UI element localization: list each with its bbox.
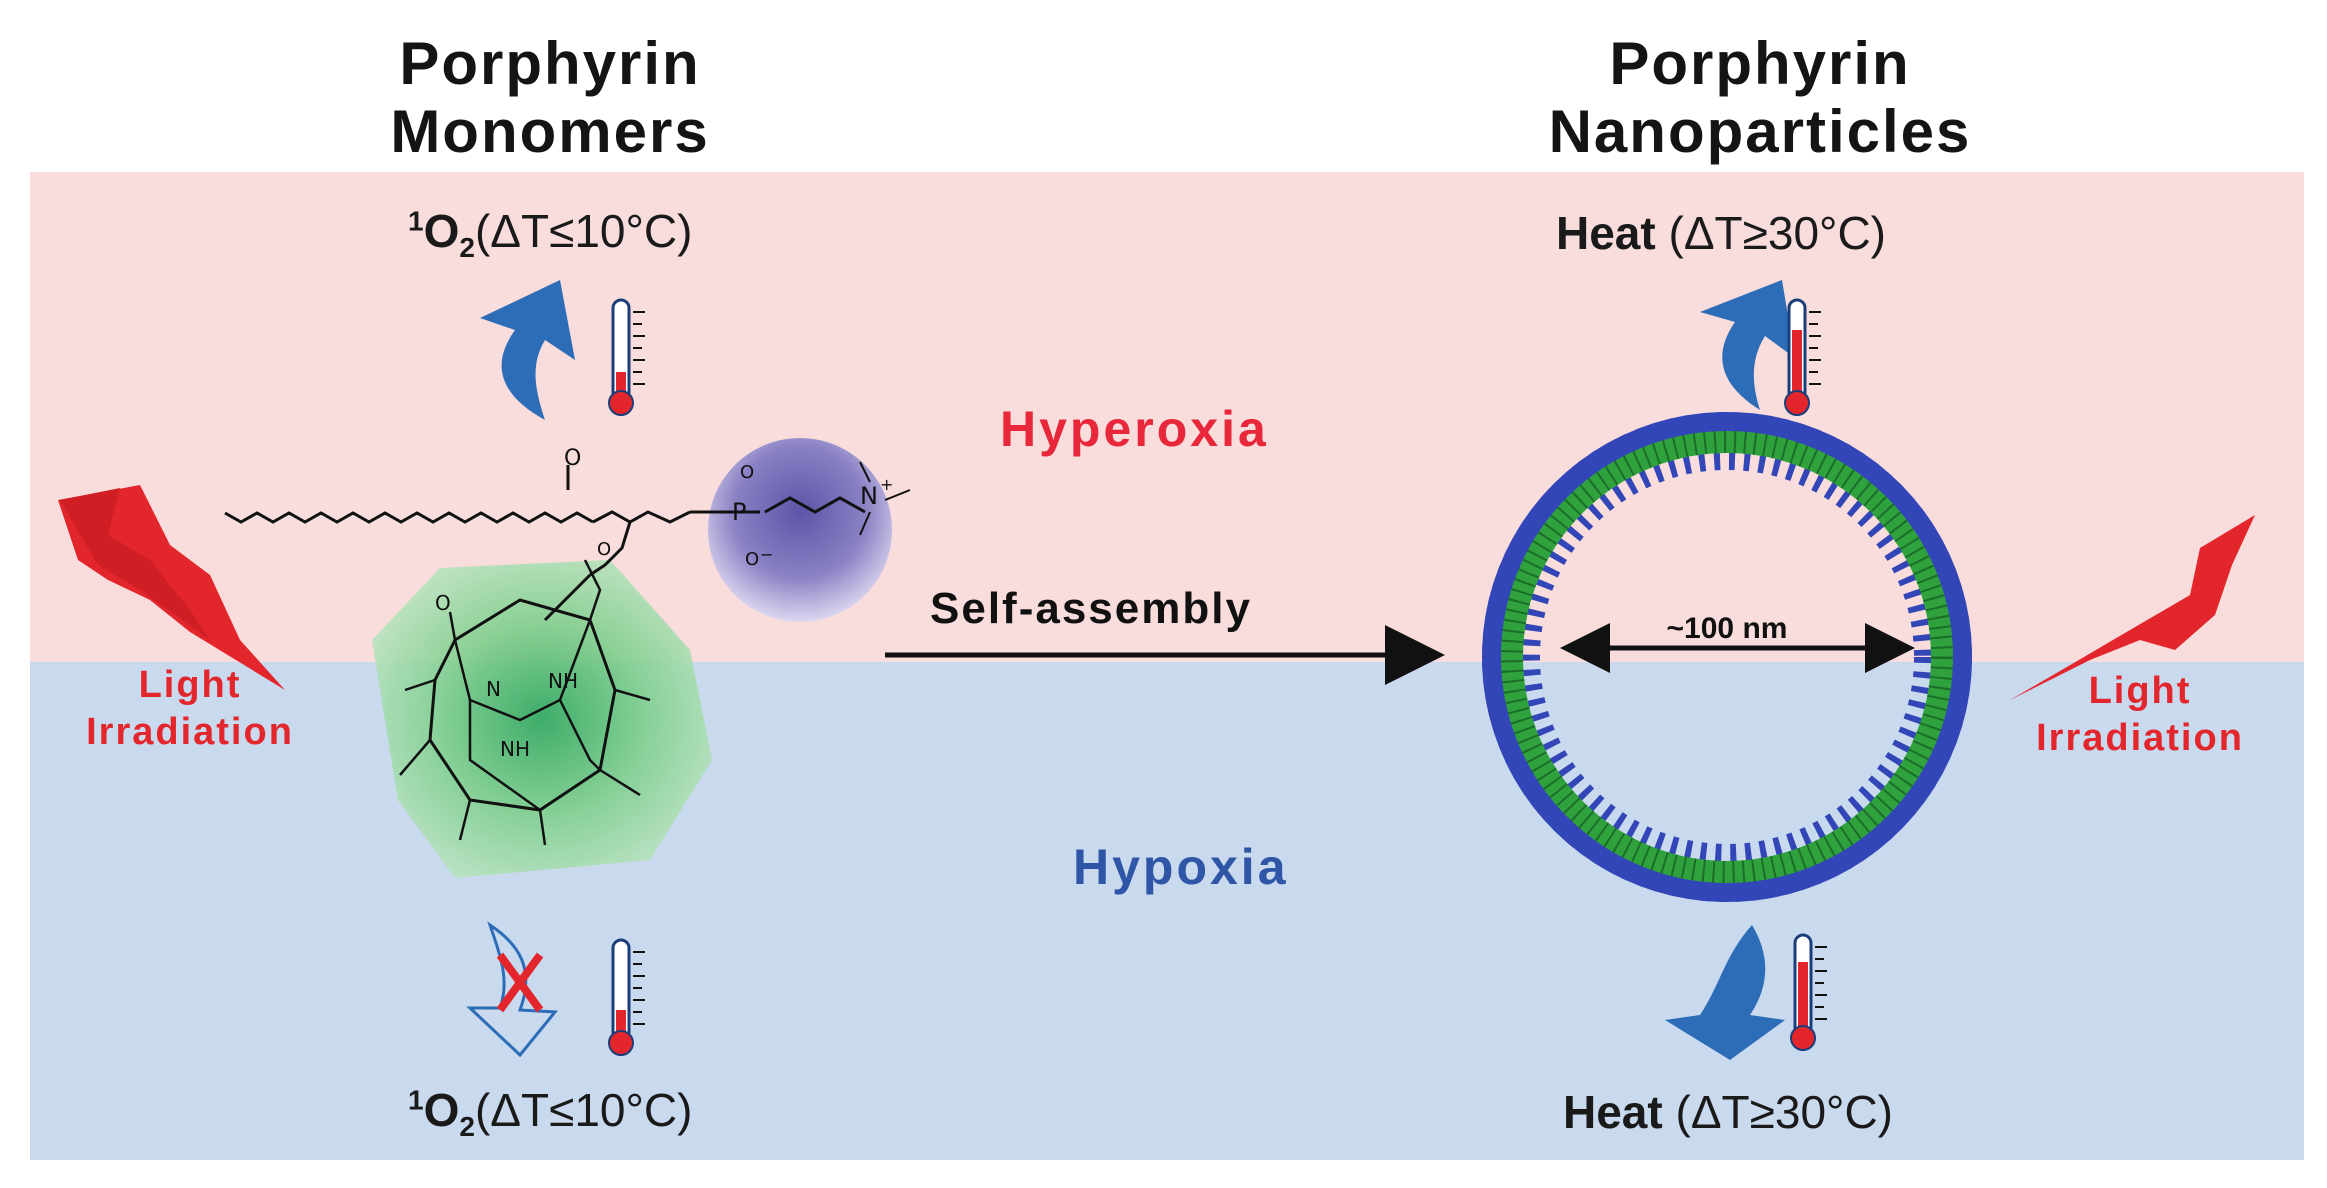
thermometer-icon-bottom-right	[1790, 933, 1827, 1051]
singlet-oxygen-label-bottom: 1O2(ΔT≤10°C)	[408, 1084, 693, 1143]
atom-o-ester1: O	[564, 446, 581, 471]
blocked-singlet-oxygen-arrow	[466, 921, 559, 1058]
title-left-line2: Monomers	[390, 98, 710, 165]
thermometer-icon-top-right	[1784, 298, 1821, 416]
self-assembly-label: Self-assembly	[930, 584, 1252, 633]
thermometer-icon-bottom-left	[608, 938, 645, 1056]
thermometer-icon-top-left	[608, 298, 645, 416]
size-label: ~100 nm	[1667, 612, 1788, 645]
svg-text:−: −	[760, 545, 773, 564]
svg-text:N: N	[486, 677, 501, 701]
heat-label-bottom: Heat (ΔT≥30°C)	[1563, 1086, 1893, 1138]
heat-label-top: Heat (ΔT≥30°C)	[1556, 207, 1886, 259]
svg-text:NH: NH	[548, 669, 578, 693]
curved-arrow-heat-top	[1700, 280, 1795, 410]
svg-text:+: +	[880, 475, 893, 494]
nanoparticle-ring: ~100 nm	[1482, 412, 1972, 902]
hyperoxia-label: Hyperoxia	[1000, 401, 1269, 457]
title-left-line1: Porphyrin	[399, 30, 701, 97]
light-irradiation-left: Light Irradiation	[86, 664, 294, 753]
porphyrin-molecule: O P O O − N + O N NH NH O	[224, 438, 911, 878]
curved-arrow-singlet-oxygen-top	[480, 280, 575, 420]
svg-text:O: O	[745, 549, 759, 570]
hypoxia-label: Hypoxia	[1073, 839, 1289, 895]
lipid-headgroup	[708, 438, 892, 622]
lightning-bolt-left	[58, 485, 285, 690]
singlet-oxygen-label-top: 1O2(ΔT≤10°C)	[408, 205, 693, 264]
title-porphyrin-nanoparticles: Porphyrin Nanoparticles	[1470, 30, 2050, 166]
title-right-line1: Porphyrin	[1609, 30, 1911, 97]
svg-text:O: O	[435, 591, 451, 615]
svg-text:NH: NH	[500, 737, 530, 761]
lightning-bolt-right	[2010, 515, 2255, 700]
atom-p: P	[732, 498, 746, 526]
atom-n: N	[860, 482, 878, 510]
svg-text:O: O	[740, 462, 754, 483]
svg-text:O: O	[597, 539, 611, 560]
lipid-tail	[224, 511, 594, 524]
curved-arrow-heat-bottom	[1665, 925, 1785, 1060]
light-irradiation-right: Light Irradiation	[2036, 670, 2244, 759]
title-porphyrin-monomers: Porphyrin Monomers	[300, 30, 800, 166]
title-right-line2: Nanoparticles	[1548, 98, 1972, 165]
